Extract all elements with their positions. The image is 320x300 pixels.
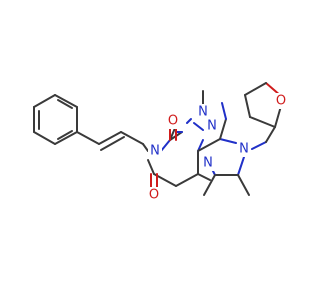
- bond: [197, 173, 211, 181]
- bond: [197, 138, 221, 152]
- atom-o: O: [168, 114, 178, 129]
- atom-o: O: [276, 94, 286, 109]
- bond: [219, 118, 227, 140]
- atom-o: O: [149, 188, 159, 203]
- bond: [33, 94, 56, 108]
- label-background: [237, 141, 251, 157]
- bond: [57, 99, 73, 109]
- label-background: [166, 113, 180, 129]
- bond: [221, 102, 227, 120]
- bond: [197, 139, 204, 152]
- label-background: [196, 104, 210, 120]
- bond: [120, 131, 144, 145]
- label-background: [274, 93, 288, 109]
- bond: [237, 156, 245, 176]
- bond: [57, 130, 73, 140]
- bond: [244, 82, 267, 96]
- molecule-structure: N N N N N O O O: [33, 82, 288, 203]
- bond: [54, 131, 78, 145]
- bond: [147, 159, 155, 175]
- bond: [203, 174, 216, 196]
- bond: [244, 94, 251, 118]
- atom-n: N: [150, 144, 160, 159]
- label-background: [148, 142, 162, 158]
- atom-n: N: [203, 156, 213, 171]
- bond: [175, 173, 199, 187]
- atom-n: N: [239, 142, 249, 157]
- bond: [193, 122, 204, 131]
- bonds: [33, 82, 282, 196]
- atom-n: N: [198, 105, 208, 120]
- label-background: [201, 155, 215, 171]
- bond: [249, 116, 276, 128]
- bond: [219, 138, 237, 144]
- label-background: [205, 118, 219, 134]
- bond: [251, 141, 267, 150]
- label-background: [147, 187, 161, 203]
- bond: [76, 131, 100, 145]
- bond: [33, 131, 56, 145]
- bond: [265, 126, 276, 143]
- bond: [54, 94, 78, 108]
- bond: [100, 136, 125, 151]
- atom-n: N: [207, 119, 217, 134]
- bond: [186, 118, 192, 124]
- bond: [237, 174, 250, 196]
- bond: [98, 131, 122, 145]
- bond: [142, 143, 149, 152]
- bond: [160, 139, 171, 152]
- bond: [274, 105, 282, 128]
- atom-labels: N N N N N O O O: [147, 93, 288, 203]
